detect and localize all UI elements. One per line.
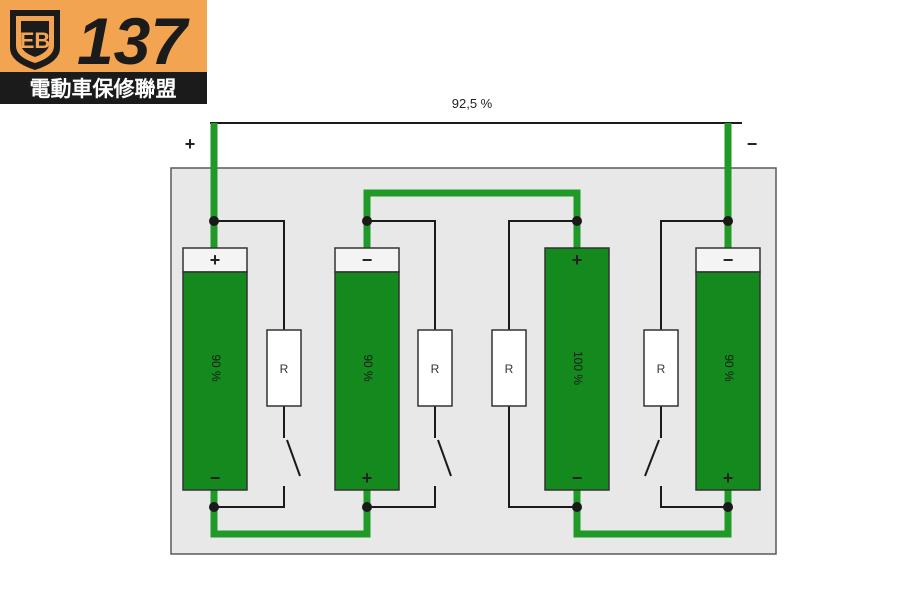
junction-dots [209,216,733,512]
shield-icon: EB [10,10,60,70]
main-positive-terminal: + [185,134,196,154]
circuit-board [170,167,777,555]
total-voltage-label: 92,5 % [452,96,493,111]
cell-2-bottom-terminal: + [362,468,373,488]
cell-3-bottom-terminal: − [572,468,583,488]
logo-subtitle: 電動車保修聯盟 [30,77,177,101]
resistor-4-label: R [657,362,666,376]
resistor-2-label: R [431,362,440,376]
balancing-wiring [214,220,728,508]
battery-cell-4: − + 90 % [695,247,761,491]
resistor-1: R [266,329,302,407]
cell-4-body [695,271,761,491]
battery-cell-2: − + 90 % [334,247,400,491]
resistor-1-label: R [280,362,289,376]
cell-3-top-terminal: + [572,250,583,270]
battery-cell-1: + − 90 % [182,247,248,491]
logo-number: 137 [77,4,190,78]
cell-2-charge: 90 % [361,354,375,382]
cell-3-body [544,247,610,491]
resistor-3-label: R [505,362,514,376]
cell-3-charge: 100 % [571,351,585,385]
cell-1-cap [182,247,248,273]
resistor-4: R [643,329,679,407]
resistor-3: R [491,329,527,407]
logo-subtitle-bar [0,72,207,104]
main-negative-terminal: − [747,134,758,154]
cell-1-top-terminal: + [210,250,221,270]
brand-logo: EB 137 電動車保修聯盟 [0,0,207,104]
cell-4-top-terminal: − [723,250,734,270]
cell-1-body [182,271,248,491]
resistor-2: R [417,329,453,407]
cell-4-cap [695,247,761,273]
logo-emblem-letters: EB [20,28,51,53]
cell-4-bottom-terminal: + [723,468,734,488]
cell-4-charge: 90 % [722,354,736,382]
cell-1-bottom-terminal: − [210,468,221,488]
cell-1-charge: 90 % [209,354,223,382]
cell-2-body [334,271,400,491]
cell-2-top-terminal: − [362,250,373,270]
battery-cell-3: + − 100 % [544,247,610,491]
